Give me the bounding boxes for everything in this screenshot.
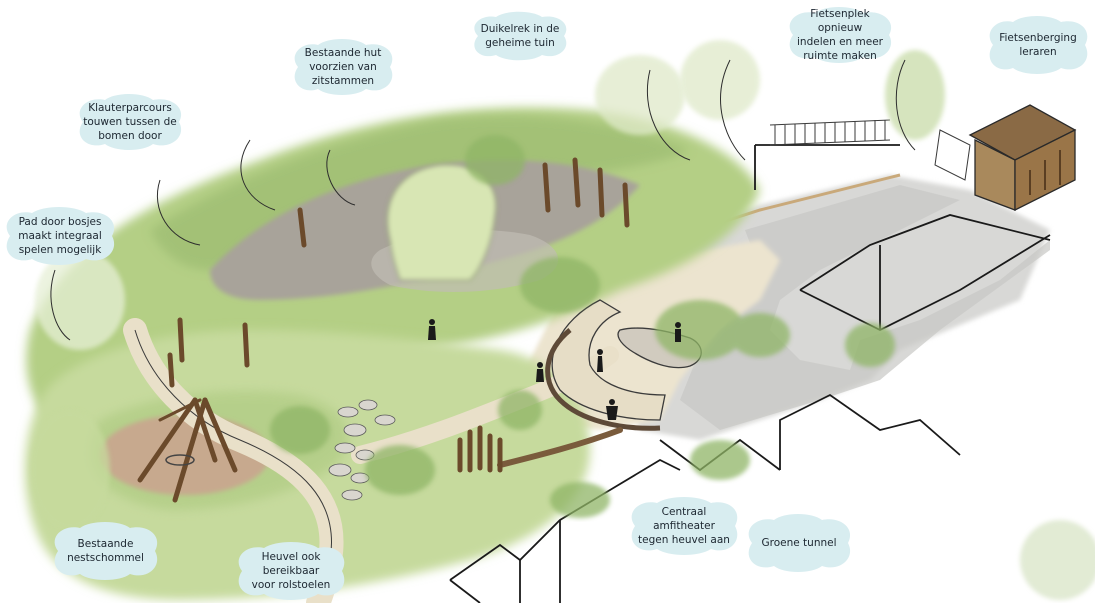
label-existing-hut: Bestaande hut voorzien van zitstammen [288,37,398,97]
label-bike-area: Fietsenplek opnieuw indelen en meer ruim… [783,5,897,65]
label-climbing-course: Klauterparcours touwen tussen de bomen d… [73,92,187,152]
bike-shed [968,104,1077,212]
nest-swing [137,397,238,503]
tree-outlines [50,59,916,341]
label-chin-up-bar: Duikelrek in de geheime tuin [468,10,572,62]
label-path-through-bushes: Pad door bosjes maakt integraal spelen m… [0,205,120,267]
willow-tree [386,164,497,281]
label-hill-accessible: Heuvel ook bereikbaar voor rolstoelen [232,540,350,602]
label-green-tunnel: Groene tunnel [742,512,856,574]
children-silhouettes [428,319,681,420]
tree-trunks [167,157,630,473]
fence [769,119,971,181]
label-amphitheater: Centraal amfitheater tegen heuvel aan [625,495,743,557]
stepping-stones [328,399,396,501]
label-teacher-bike-shed: Fietsenberging leraren [983,14,1093,76]
label-nest-swing: Bestaande nestschommel [48,520,163,582]
